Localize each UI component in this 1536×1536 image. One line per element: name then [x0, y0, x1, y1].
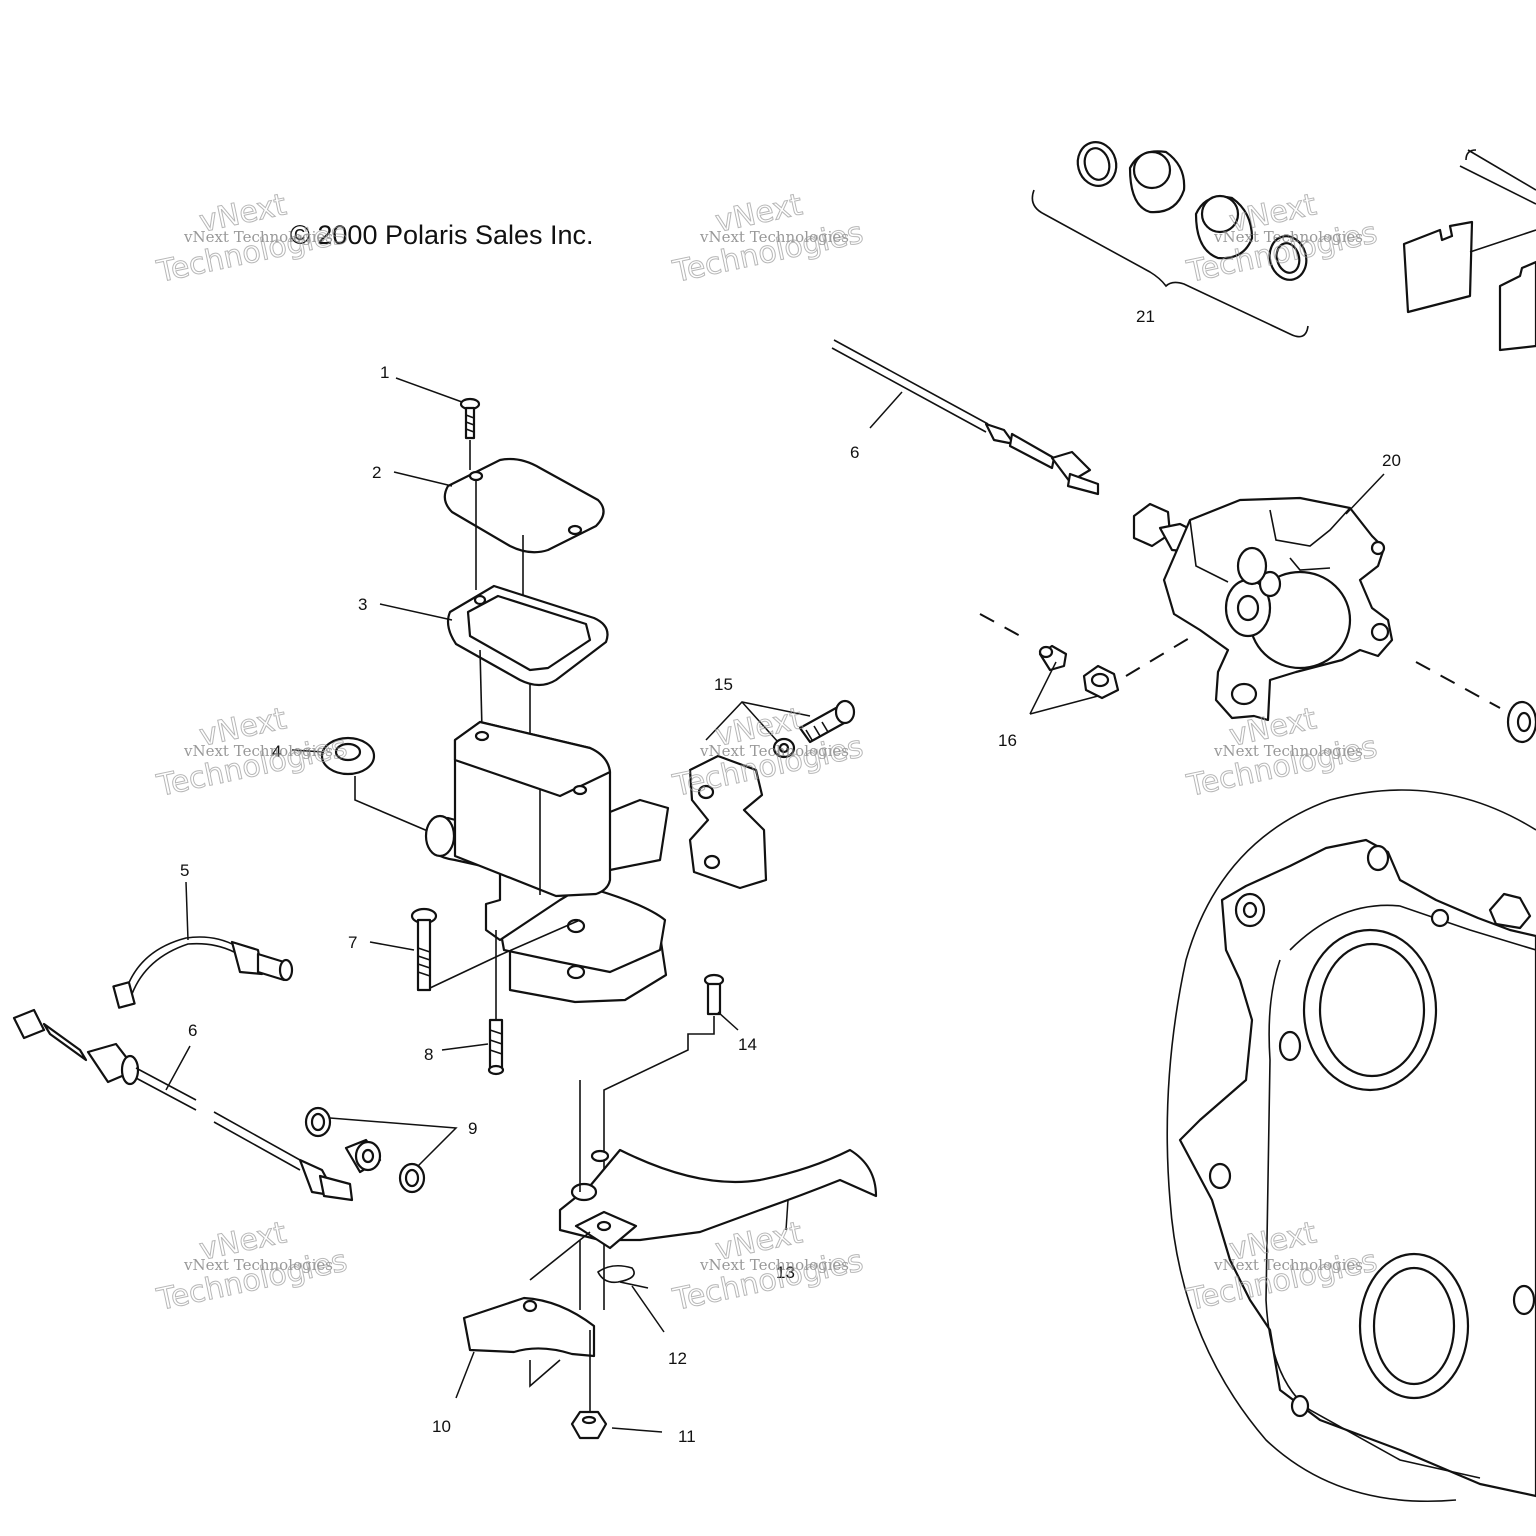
watermark-7: vNext Technologies vNext Technologies [153, 1215, 351, 1319]
callout-8: 8 [424, 1045, 433, 1064]
watermark-4: vNext Technologies vNext Technologies [153, 701, 351, 805]
callout-16: 16 [998, 731, 1017, 750]
callout-20: 20 [1382, 451, 1401, 470]
part-16-fittings [979, 613, 1536, 744]
callout-9: 9 [468, 1119, 477, 1138]
part-1-screw [459, 397, 481, 470]
part-21-seal-kit [1031, 141, 1309, 338]
svg-text:vNext Technologies: vNext Technologies [699, 228, 849, 246]
svg-text:vNext Technologies: vNext Technologies [699, 1256, 849, 1274]
callout-11: 11 [678, 1427, 696, 1446]
part-9-washers [304, 1106, 426, 1194]
part-7-bolt [410, 907, 581, 992]
callout-1: 1 [380, 363, 389, 382]
part-8-screw [487, 930, 505, 1076]
copyright-text: © 2000 Polaris Sales Inc. [290, 220, 594, 250]
svg-text:vNext Technologies: vNext Technologies [1213, 742, 1363, 760]
master-cylinder-body [424, 720, 670, 1004]
part-6-brake-line-right [831, 339, 1100, 496]
housing-cover [1166, 789, 1536, 1503]
callout-3: 3 [358, 595, 367, 614]
callout-12: 12 [668, 1349, 687, 1368]
svg-text:vNext Technologies: vNext Technologies [183, 742, 333, 760]
part-3-gasket [446, 584, 609, 780]
part-15-clamp [688, 699, 856, 890]
part-13-brake-lever [558, 1080, 878, 1310]
callout-5: 5 [180, 861, 189, 880]
part-11-nut [570, 1330, 608, 1440]
part-2-reservoir-cover [443, 457, 605, 640]
svg-text:vNext Technologies: vNext Technologies [183, 1256, 333, 1274]
brake-pads [1402, 149, 1536, 352]
leader-lines [165, 377, 1385, 1433]
callout-2: 2 [372, 463, 381, 482]
callout-10: 10 [432, 1417, 451, 1436]
callout-14: 14 [738, 1035, 757, 1054]
callout-7: 7 [348, 933, 357, 952]
svg-text:vNext Technologies: vNext Technologies [1213, 228, 1363, 246]
callout-6-left: 6 [188, 1021, 197, 1040]
part-14-pivot-bolt [603, 973, 725, 1310]
watermark-1: vNext Technologies vNext Technologies [153, 187, 351, 291]
svg-text:vNext Technologies: vNext Technologies [1213, 1256, 1363, 1274]
callout-4: 4 [272, 742, 281, 761]
part-6-brake-line-left [12, 1008, 354, 1202]
callout-6-right: 6 [850, 443, 859, 462]
svg-text:vNext Technologies: vNext Technologies [699, 742, 849, 760]
callout-13: 13 [776, 1263, 795, 1282]
callout-labels: 1 2 3 4 5 6 6 7 8 9 10 11 12 13 14 15 16… [180, 307, 1401, 1446]
part-12-spring [574, 1210, 649, 1289]
svg-text:vNext Technologies: vNext Technologies [183, 228, 333, 246]
part-20-caliper [1132, 496, 1394, 722]
watermark-2: vNext Technologies vNext Technologies [669, 187, 867, 291]
callout-15: 15 [714, 675, 733, 694]
part-5-brake-switch [112, 936, 294, 1009]
watermark-6: vNext Technologies vNext Technologies [1183, 701, 1381, 805]
part-10-lever-lock [462, 1231, 596, 1388]
callout-21: 21 [1136, 307, 1155, 326]
